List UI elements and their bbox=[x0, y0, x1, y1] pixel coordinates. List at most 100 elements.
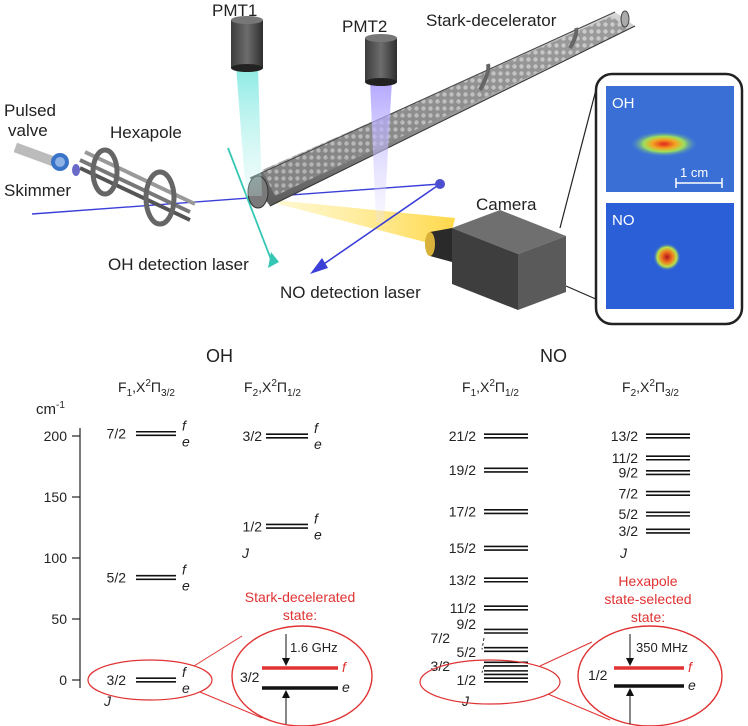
no-f2-level-3-j-label: 9/2 bbox=[619, 465, 639, 481]
oh-f1-level-1-parity-e: e bbox=[182, 578, 190, 594]
oh-zoom-arrowhead-bottom bbox=[282, 690, 290, 698]
oh-f1-level-2-parity-f: f bbox=[182, 418, 188, 434]
pmt1-detector bbox=[231, 16, 263, 72]
stark-decelerator bbox=[247, 10, 636, 209]
no-f1-level-0-j-label: 1/2 bbox=[457, 672, 477, 688]
no-title: NO bbox=[540, 346, 567, 366]
no-f2-level-4-j-label: 11/2 bbox=[612, 450, 638, 466]
camera-label: Camera bbox=[476, 195, 537, 214]
oh-f2-j-label: J bbox=[241, 545, 250, 561]
inset-connector-top bbox=[559, 81, 599, 229]
oh-f1-level-0-parity-f: f bbox=[182, 664, 188, 680]
pmt2-label: PMT2 bbox=[342, 17, 387, 36]
no-f1-level-5-j-label: 11/2 bbox=[450, 600, 476, 616]
oh-f2-level-0-parity-f: f bbox=[314, 510, 320, 526]
oh-zoom-line-top bbox=[193, 635, 243, 667]
no-zoom-splitting: 350 MHz bbox=[636, 640, 688, 655]
y-tick-label-150: 150 bbox=[44, 489, 68, 505]
no-f1-state-label: F1,X2Π1/2 bbox=[462, 378, 519, 399]
skimmer-label: Skimmer bbox=[4, 181, 71, 200]
no-f2-state-label: F2,X2Π3/2 bbox=[622, 378, 679, 399]
no-f1-level-1-leader bbox=[481, 665, 485, 673]
skimmer bbox=[72, 164, 80, 176]
oh-f1-level-2-j-label: 7/2 bbox=[107, 426, 127, 442]
oh-f2-level-0-parity-e: e bbox=[314, 526, 322, 542]
no-zoom-arrowhead-bottom bbox=[626, 688, 634, 696]
no-zoom-line-bottom bbox=[547, 693, 611, 721]
no-laser-beam-2 bbox=[317, 183, 441, 269]
y-axis-ticks: 0 50 100 150 200 bbox=[44, 428, 80, 688]
no-annotation-2: state-selected bbox=[604, 591, 691, 607]
oh-f1-level-1-j-label: 5/2 bbox=[107, 570, 127, 586]
y-tick-label-50: 50 bbox=[51, 611, 67, 627]
no-laser-beam bbox=[31, 183, 441, 215]
stark-decelerator-label: Stark-decelerator bbox=[426, 11, 557, 30]
no-zoom-ellipse bbox=[577, 625, 723, 726]
pulsed-valve bbox=[13, 142, 69, 171]
hexapole bbox=[79, 147, 196, 227]
no-f2-level-1-j-label: 5/2 bbox=[619, 506, 639, 522]
no-small-ellipse bbox=[419, 659, 561, 705]
no-laser-label: NO detection laser bbox=[280, 283, 421, 302]
no-f1-level-2-j-label: 5/2 bbox=[457, 644, 477, 660]
oh-f1-level-2-parity-e: e bbox=[182, 434, 190, 450]
oh-title: OH bbox=[206, 346, 233, 366]
no-f1-level-10-j-label: 21/2 bbox=[449, 428, 476, 444]
oh-f1-level-0-parity-e: e bbox=[182, 680, 190, 696]
no-f1-level-3-leader bbox=[481, 637, 485, 650]
oh-f2-state-label: F2,X2Π1/2 bbox=[244, 378, 301, 399]
oh-zoom-e: e bbox=[342, 679, 350, 695]
no-f1-level-9-j-label: 19/2 bbox=[449, 462, 476, 478]
no-laser-arrowhead bbox=[310, 258, 328, 274]
oh-f2-level-0-j-label: 1/2 bbox=[243, 518, 263, 534]
oh-zoom-j: 3/2 bbox=[240, 669, 260, 685]
oh-zoom-arrowhead-top bbox=[282, 658, 290, 666]
no-annotation-3: state: bbox=[631, 609, 665, 625]
no-f1-level-7-j-label: 15/2 bbox=[449, 540, 476, 556]
oh-f2-level-1-parity-e: e bbox=[314, 436, 322, 452]
oh-f1-level-0-j-label: 3/2 bbox=[107, 672, 127, 688]
no-zoom-line-top bbox=[539, 641, 593, 667]
oh-j-label: J bbox=[103, 693, 112, 709]
no-zoom-f: f bbox=[688, 659, 694, 675]
no-zoom-e: e bbox=[688, 677, 696, 693]
no-f2-j-label: J bbox=[619, 545, 628, 561]
no-annotation-1: Hexapole bbox=[618, 573, 677, 589]
no-f2-level-0-j-label: 3/2 bbox=[619, 523, 639, 539]
oh-f1-state-label: F1,X2Π3/2 bbox=[118, 378, 175, 399]
oh-laser-label: OH detection laser bbox=[108, 255, 249, 274]
no-f1-level-3-j-label: 7/2 bbox=[431, 630, 451, 646]
oh-f2-level-1-j-label: 3/2 bbox=[243, 428, 263, 444]
oh-image-spot bbox=[630, 131, 698, 157]
no-j-label: J bbox=[461, 693, 470, 709]
y-tick-label-0: 0 bbox=[59, 672, 67, 688]
oh-f1-level-1-parity-f: f bbox=[182, 562, 188, 578]
pulsed-valve-label-1: Pulsed bbox=[4, 101, 56, 120]
oh-annotation-1: Stark-decelerated bbox=[245, 589, 356, 605]
inset-oh-label: OH bbox=[612, 95, 635, 112]
oh-f2-level-1-parity-f: f bbox=[314, 420, 320, 436]
pmt2-detector bbox=[365, 34, 397, 86]
oh-zoom-f: f bbox=[342, 659, 348, 675]
oh-laser-beam bbox=[227, 147, 273, 263]
scale-bar-label: 1 cm bbox=[680, 165, 708, 180]
inset-no-label: NO bbox=[612, 212, 635, 229]
oh-small-ellipse bbox=[87, 659, 213, 701]
oh-zoom-splitting: 1.6 GHz bbox=[290, 640, 338, 655]
y-tick-label-200: 200 bbox=[44, 428, 68, 444]
imaging-light-cone bbox=[255, 198, 455, 248]
hexapole-label: Hexapole bbox=[110, 123, 182, 142]
energy-level-diagram: OH NO F1,X2Π3/2 F2,X2Π1/2 F1,X2Π1/2 F2,X… bbox=[36, 346, 723, 726]
oh-zoom-ellipse bbox=[231, 625, 373, 726]
inset-connector-bottom bbox=[565, 285, 599, 301]
no-f1-level-4-j-label: 9/2 bbox=[457, 616, 477, 632]
oh-annotation-2: state: bbox=[283, 607, 317, 623]
pmt2-light-cone bbox=[370, 80, 392, 222]
y-tick-label-100: 100 bbox=[44, 550, 68, 566]
oh-zoom-line-bottom bbox=[199, 691, 263, 719]
no-zoom-arrowhead-top bbox=[626, 658, 634, 666]
oh-laser-arrowhead bbox=[268, 252, 279, 268]
apparatus-scene: PMT1 PMT2 Stark-decelerator Pulsed valve… bbox=[4, 1, 744, 326]
no-f2-level-5-j-label: 13/2 bbox=[611, 428, 638, 444]
